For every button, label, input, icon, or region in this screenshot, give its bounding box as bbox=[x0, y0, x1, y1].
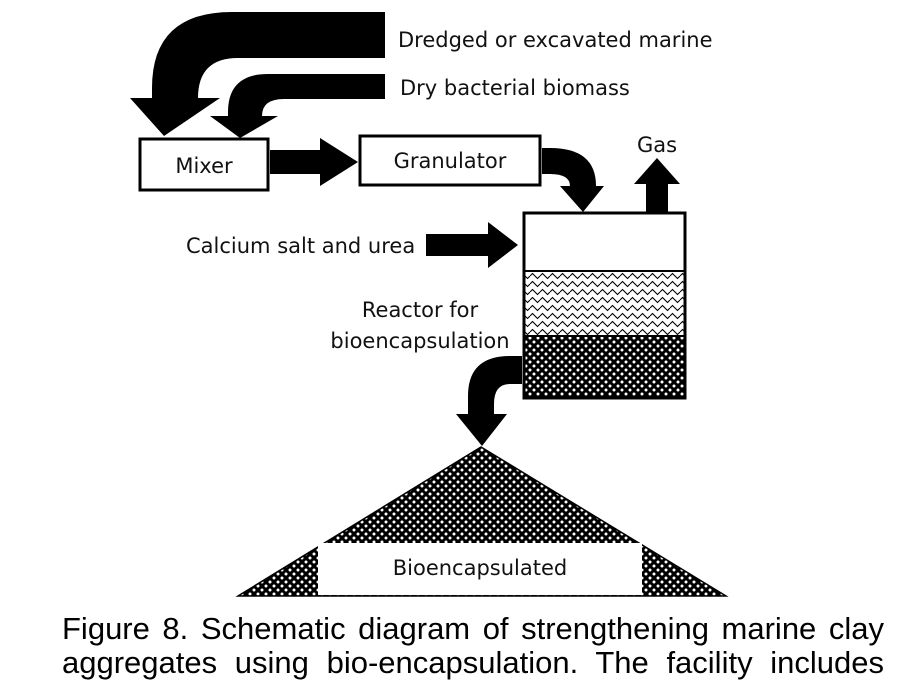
granulator-to-reactor-arrow bbox=[542, 148, 604, 212]
marine-feed-label: Dredged or excavated marine bbox=[398, 28, 713, 52]
figure-caption: Figure 8. Schematic diagram of strengthe… bbox=[62, 612, 884, 680]
mixer-label: Mixer bbox=[175, 154, 233, 178]
biomass-feed-label: Dry bacterial biomass bbox=[400, 76, 630, 100]
reactor-liquid-layer bbox=[524, 213, 685, 271]
reactor-label-line1: Reactor for bbox=[362, 298, 479, 322]
caption-line-1: Figure 8. Schematic diagram of strengthe… bbox=[62, 611, 884, 646]
calcium-urea-label: Calcium salt and urea bbox=[186, 234, 415, 258]
process-diagram: Mixer Granulator Gas Calcium salt and ur… bbox=[130, 12, 729, 597]
gas-label: Gas bbox=[637, 133, 677, 157]
reactor-bead-layer bbox=[524, 336, 685, 398]
caption-line-2: aggregates using bio-encapsulation. The … bbox=[62, 645, 884, 680]
marine-feed-arrow bbox=[130, 12, 385, 136]
product-label-box bbox=[318, 543, 642, 595]
reactor-box bbox=[522, 211, 687, 400]
granulator-label: Granulator bbox=[394, 149, 507, 173]
reactor-discharge-arrow bbox=[456, 356, 522, 446]
mixer-box bbox=[138, 137, 270, 192]
calcium-feed-arrow bbox=[426, 222, 518, 268]
product-label: Bioencapsulated bbox=[393, 556, 568, 580]
gas-outlet-arrow bbox=[634, 158, 680, 214]
mixer-to-granulator-arrow bbox=[270, 138, 358, 186]
reactor-wave-layer bbox=[524, 271, 685, 336]
biomass-feed-arrow bbox=[210, 74, 385, 138]
reactor-label-line2: bioencapsulation bbox=[330, 329, 509, 353]
granulator-box bbox=[358, 134, 542, 187]
